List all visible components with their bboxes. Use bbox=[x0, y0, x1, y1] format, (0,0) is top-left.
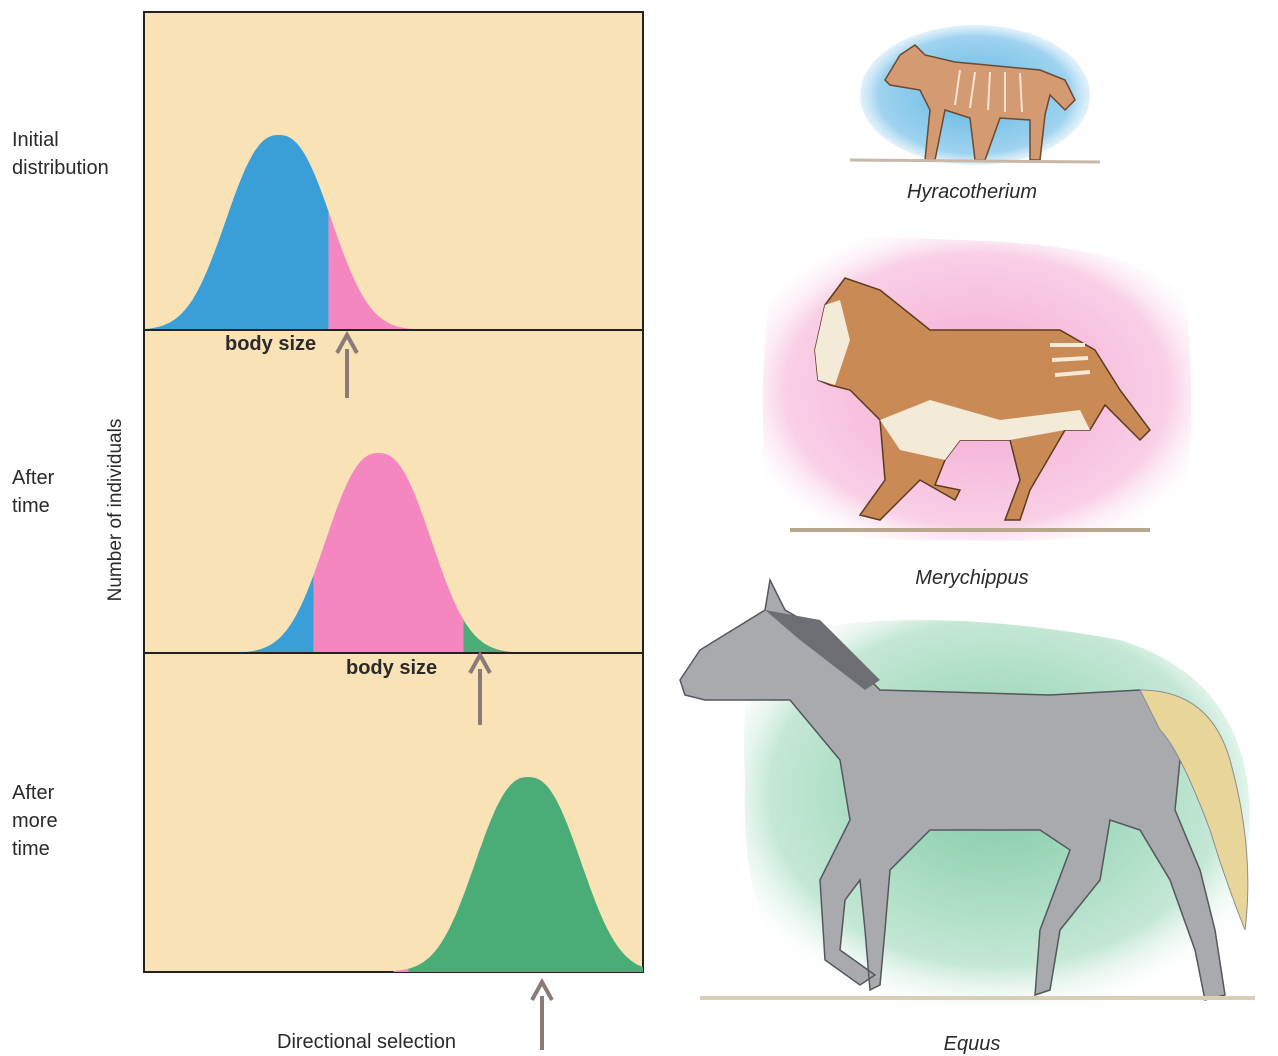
stage-after-more-time-line2: more bbox=[12, 807, 58, 835]
body-size-label-1: body size bbox=[225, 333, 316, 356]
stage-after-more-time-label: After more time bbox=[12, 779, 58, 863]
distribution-panels bbox=[144, 12, 643, 1050]
stage-after-more-time-line1: After bbox=[12, 779, 58, 807]
stage-initial-label: Initial distribution bbox=[12, 126, 109, 182]
directional-selection-caption: Directional selection bbox=[277, 1031, 456, 1054]
y-axis-label: Number of individuals bbox=[105, 419, 127, 602]
hyracotherium-illustration bbox=[850, 25, 1100, 165]
stage-after-more-time-line3: time bbox=[12, 835, 58, 863]
species-label-merychippus: Merychippus bbox=[822, 567, 1122, 590]
stage-initial-line2: distribution bbox=[12, 154, 109, 182]
stage-initial-line1: Initial bbox=[12, 126, 109, 154]
stage-after-time-line1: After bbox=[12, 464, 54, 492]
equus-illustration bbox=[680, 580, 1255, 1005]
merychippus-illustration bbox=[763, 238, 1192, 541]
body-size-label-2: body size bbox=[346, 657, 437, 680]
stage-after-time-label: After time bbox=[12, 464, 54, 520]
stage-after-time-line2: time bbox=[12, 492, 54, 520]
species-label-equus: Equus bbox=[822, 1033, 1122, 1056]
species-label-hyracotherium: Hyracotherium bbox=[822, 181, 1122, 204]
